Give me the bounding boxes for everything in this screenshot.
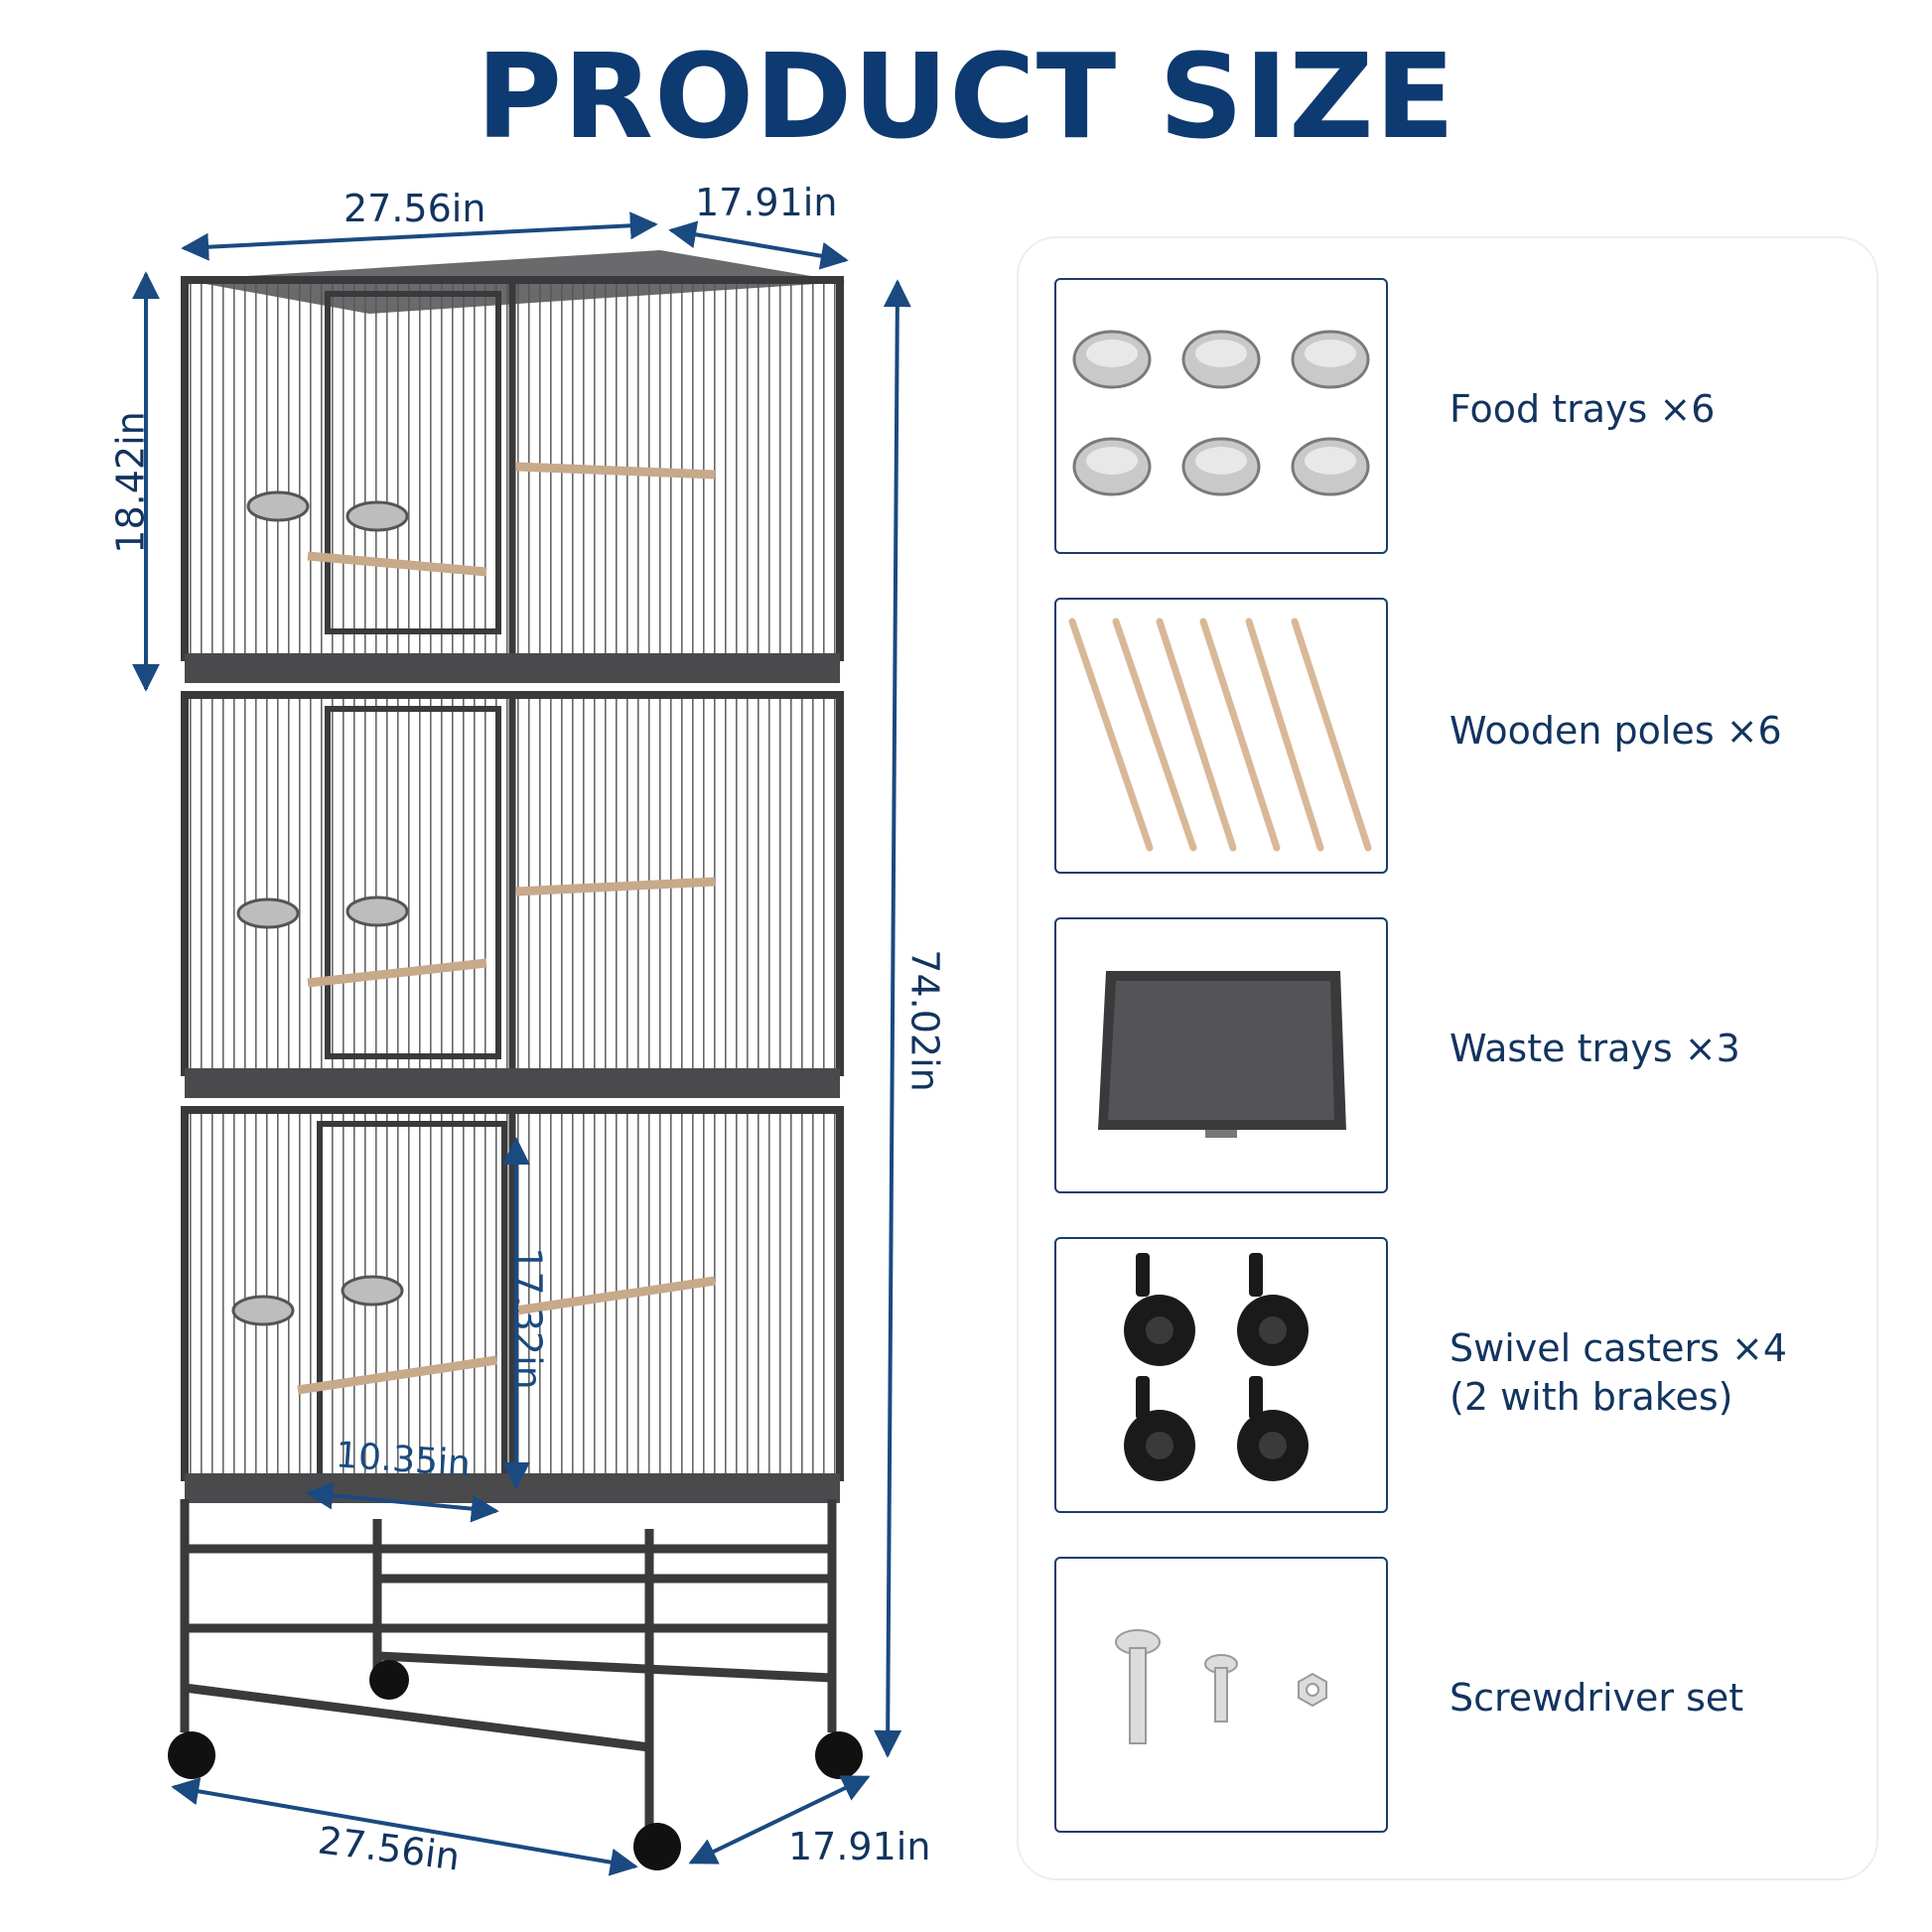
bottom-depth-arrow — [688, 1775, 871, 1864]
swivel-casters-label: Swivel casters ×4 (2 with brakes) — [1449, 1326, 1788, 1420]
top-depth-label: 17.91in — [695, 181, 838, 224]
total-height-arrow — [874, 279, 911, 1758]
top-width-arrow — [181, 211, 658, 261]
cage-food-bowls — [231, 490, 409, 1326]
food-trays-label: Food trays ×6 — [1449, 387, 1716, 431]
page-title: PRODUCT SIZE — [476, 28, 1456, 165]
cage-tier-middle — [181, 691, 844, 1098]
door-height-label: 17.32in — [505, 1247, 550, 1390]
bottom-width-arrow — [171, 1777, 638, 1876]
screw-icon — [1115, 1629, 1327, 1744]
cage-stand — [180, 1499, 837, 1827]
wooden-pole-icon — [1068, 618, 1372, 852]
waste-trays-box — [1054, 917, 1388, 1193]
wooden-poles-box — [1054, 598, 1388, 874]
waste-trays-label: Waste trays ×3 — [1449, 1027, 1740, 1070]
door-width-arrow — [305, 1481, 499, 1523]
cage-tier-top — [181, 276, 844, 683]
screwdriver-set-label: Screwdriver set — [1449, 1676, 1744, 1720]
food-trays-box — [1054, 278, 1388, 554]
total-height-label: 74.02in — [902, 949, 947, 1092]
waste-tray-icon — [1098, 971, 1346, 1138]
screwdriver-set-box — [1054, 1557, 1388, 1833]
top-width-label: 27.56in — [344, 187, 486, 230]
wooden-poles-label: Wooden poles ×6 — [1449, 709, 1782, 753]
bird-cage-illustration — [132, 211, 911, 1876]
food-bowl-icon — [1072, 330, 1370, 496]
tier-height-label: 18.42in — [108, 411, 153, 554]
caster-wheel-icon — [1124, 1253, 1309, 1481]
swivel-casters-box — [1054, 1237, 1388, 1513]
cage-wheels — [168, 1660, 863, 1870]
bottom-depth-label: 17.91in — [788, 1825, 931, 1868]
top-depth-arrow — [668, 220, 849, 270]
